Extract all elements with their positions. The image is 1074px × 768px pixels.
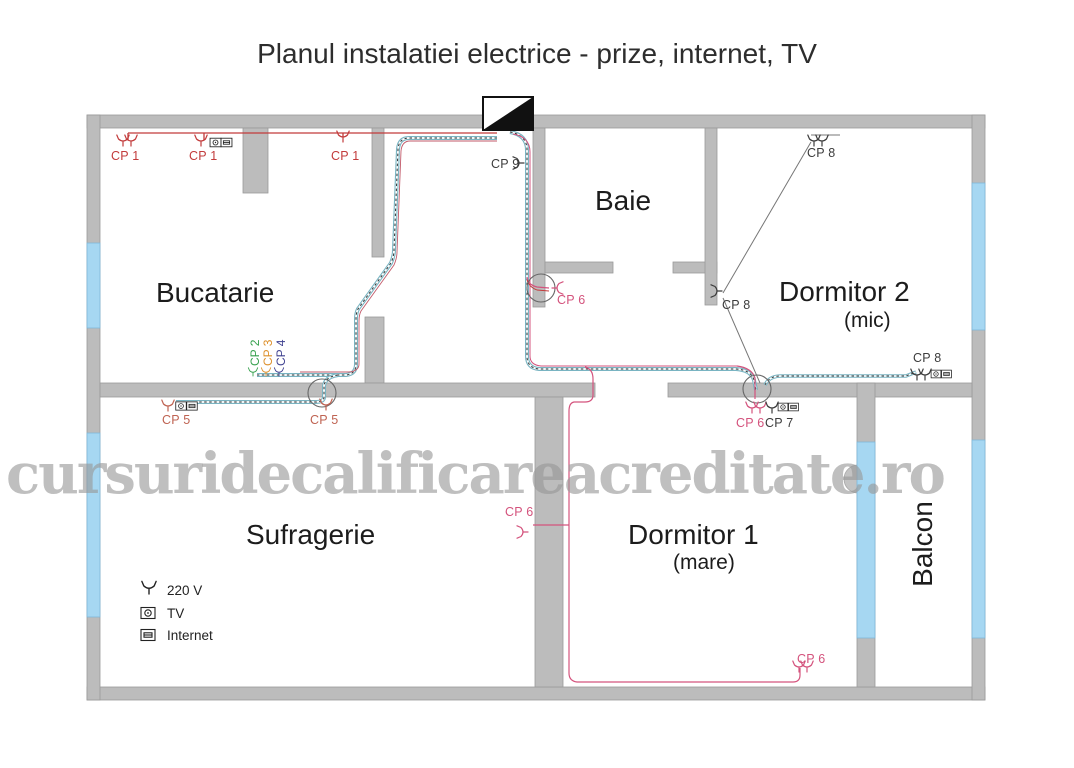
label-cp8-mid: CP 8 xyxy=(722,298,751,312)
window-balcon-right xyxy=(971,439,986,639)
walls xyxy=(86,114,986,701)
wall-kitchen-stub xyxy=(242,127,269,194)
label-cp4: CP 4 xyxy=(274,339,288,366)
legend-icons xyxy=(140,580,157,642)
wall-mid-right xyxy=(667,382,973,398)
socket-icon-cp8-right xyxy=(911,369,931,380)
label-cp9: CP 9 xyxy=(491,157,520,171)
label-cp2: CP 2 xyxy=(248,339,262,366)
label-cp8-top: CP 8 xyxy=(807,146,836,160)
room-label-balcon: Balcon xyxy=(907,501,938,587)
socket-icon-cp6-wall xyxy=(516,525,529,539)
socket-icon-cp7 xyxy=(765,401,779,414)
wall-outer-bottom xyxy=(86,686,986,701)
legend-label-internet: Internet xyxy=(167,628,213,643)
legend-tv-icon xyxy=(140,606,156,620)
room-label-bucatarie: Bucatarie xyxy=(156,277,275,308)
room-label-baie: Baie xyxy=(595,185,652,216)
wall-pass-circle-cp6-cp7 xyxy=(742,374,772,404)
label-cp6-baie: CP 6 xyxy=(557,293,586,307)
label-cp8-right: CP 8 xyxy=(913,351,942,365)
socket-icon-cp1-a xyxy=(117,135,137,146)
wall-outer-top xyxy=(86,114,986,129)
label-cp6-wall: CP 6 xyxy=(505,505,534,519)
tv-icon-cp1-b xyxy=(209,137,222,148)
windows xyxy=(86,182,986,639)
socket-icon-cp2 xyxy=(247,367,259,377)
label-cp1-c: CP 1 xyxy=(331,149,360,163)
wall-mid-left xyxy=(99,382,596,398)
label-cp5-a: CP 5 xyxy=(162,413,191,427)
socket-icon-cp8-top xyxy=(808,135,828,146)
wire-bundle-hall xyxy=(509,130,917,399)
wall-baie-right xyxy=(704,127,718,306)
tv-icon-cp8-right xyxy=(930,369,942,379)
wall-baie-bottom-left xyxy=(544,261,614,274)
room-label-dormitor1-sub: (mare) xyxy=(673,551,735,574)
socket-icon-cp5-a xyxy=(161,399,175,412)
label-cp5-b: CP 5 xyxy=(310,413,339,427)
watermark: cursuridecalificareacreditate.ro xyxy=(6,441,946,507)
window-sufragerie xyxy=(86,432,101,618)
wall-pass-circles xyxy=(307,273,772,408)
legend-label-tv: TV xyxy=(167,606,185,621)
wire-cp8-dormitor2 xyxy=(722,134,840,384)
legend-internet-icon xyxy=(140,628,156,642)
page-title: Planul instalatiei electrice - prize, in… xyxy=(257,38,817,69)
label-cp3: CP 3 xyxy=(261,339,275,366)
electrical-panel-icon xyxy=(482,96,534,131)
socket-icon-cp1-b xyxy=(194,134,208,147)
room-label-dormitor2-sub: (mic) xyxy=(844,309,891,332)
internet-icon-cp1-b xyxy=(220,137,233,148)
wall-kitchen-right-upper xyxy=(371,127,385,258)
tv-icon-cp5-a xyxy=(175,401,187,411)
window-bucatarie xyxy=(86,242,101,329)
label-cp1-a: CP 1 xyxy=(111,149,140,163)
internet-icon-cp5-a xyxy=(186,401,198,411)
wall-baie-left xyxy=(532,127,546,308)
internet-icon-cp7 xyxy=(788,402,799,412)
socket-icon-cp6-hall xyxy=(746,402,766,413)
window-dormitor2 xyxy=(971,182,986,331)
wall-sufragerie-dormitor1 xyxy=(534,396,564,688)
legend-socket-icon xyxy=(141,580,157,595)
wall-kitchen-right-lower xyxy=(364,316,385,384)
room-label-dormitor1: Dormitor 1 xyxy=(628,519,759,550)
wire-bundle-kitchen xyxy=(257,136,497,377)
window-balcon-left xyxy=(856,441,876,639)
label-cp6-hall: CP 6 xyxy=(736,416,765,430)
legend-label-220v: 220 V xyxy=(167,583,203,598)
label-cp7: CP 7 xyxy=(765,416,794,430)
room-label-dormitor2: Dormitor 2 xyxy=(779,276,910,307)
room-label-sufragerie: Sufragerie xyxy=(246,519,376,550)
wire-cp6-dormitor1 xyxy=(533,366,801,683)
label-cp6-bottom: CP 6 xyxy=(797,652,826,666)
tv-icon-cp7 xyxy=(777,402,789,412)
label-cp1-b: CP 1 xyxy=(189,149,218,163)
internet-icon-cp8-right xyxy=(941,369,952,379)
wire-branch-cp5 xyxy=(176,373,339,404)
wall-pass-circle-cp5 xyxy=(307,378,337,408)
